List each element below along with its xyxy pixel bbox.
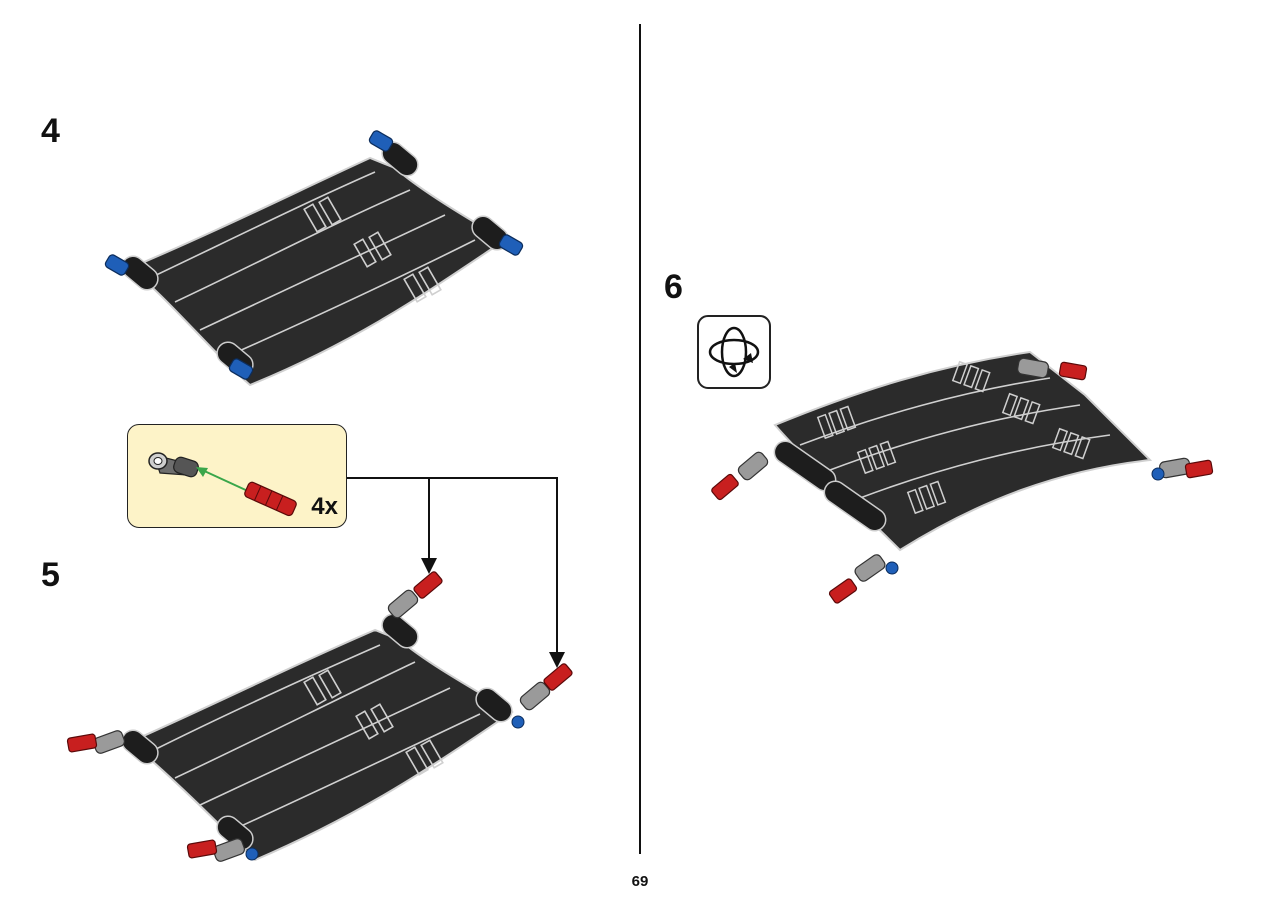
page-divider	[639, 24, 641, 854]
callout-parts-art	[148, 452, 297, 517]
step-number-4: 4	[41, 112, 60, 150]
axle-pin-part-icon	[244, 481, 297, 517]
part-quantity: 4x	[311, 493, 338, 520]
step-number-5: 5	[41, 556, 60, 594]
step-number-6: 6	[664, 268, 683, 306]
connector-part-icon	[148, 452, 199, 478]
rotate-model-icon	[697, 315, 771, 389]
step-6-model	[711, 350, 1214, 604]
arrow-down-icon	[347, 477, 565, 668]
step-5-model	[66, 571, 573, 862]
step-4-model	[104, 130, 524, 387]
page-number: 69	[631, 873, 649, 890]
parts-callout: 4x	[127, 424, 347, 528]
